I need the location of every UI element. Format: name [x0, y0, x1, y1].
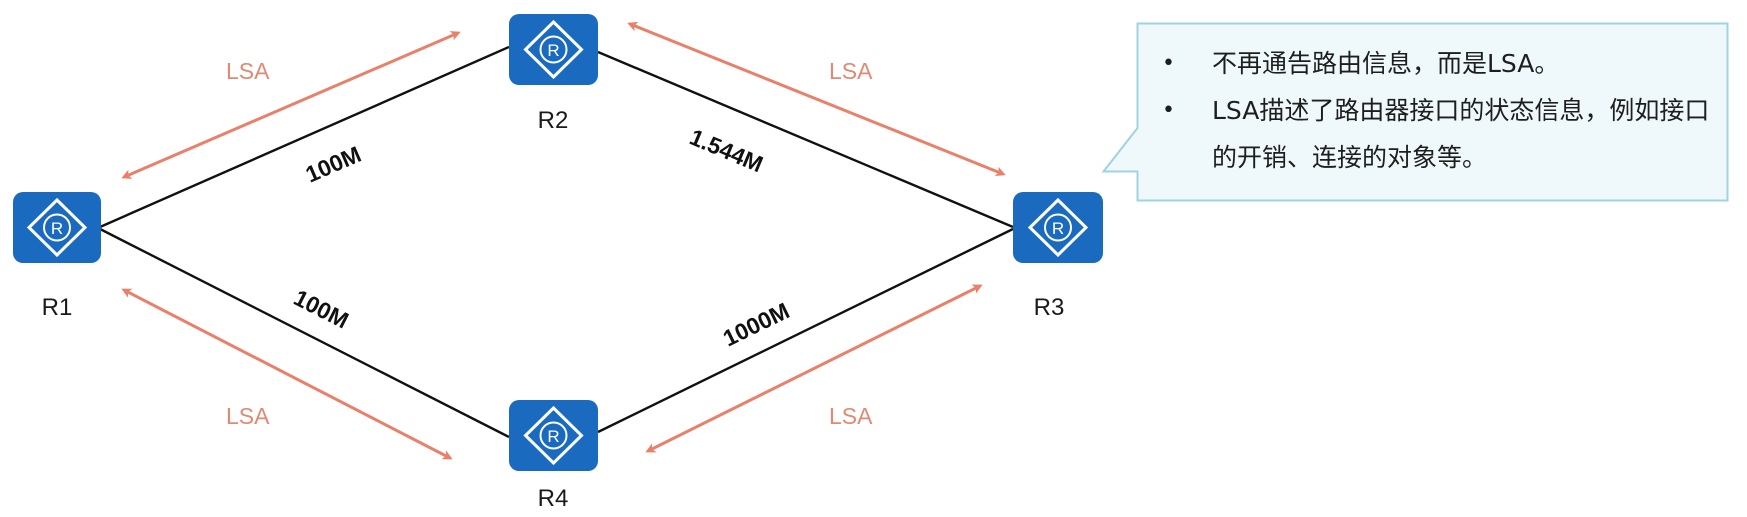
info-callout: • 不再通告路由信息，而是LSA。 • LSA描述了路由器接口的状态信息，例如接…	[1100, 20, 1732, 204]
lsa-label-r1-r4: LSA	[226, 403, 270, 429]
router-r3[interactable]: R	[1013, 192, 1103, 263]
router-r-glyph: R	[547, 427, 559, 446]
router-circle	[539, 421, 568, 450]
link-r1-r4	[99, 227, 510, 439]
router-r1[interactable]: R	[13, 192, 101, 263]
lsa-label-r2-r3: LSA	[829, 58, 873, 84]
router-r-glyph: R	[51, 219, 63, 238]
links	[99, 45, 1014, 439]
lsa-arrow-r1-r2	[121, 31, 461, 179]
router-label-r4: R4	[538, 485, 569, 512]
link-label-r4-r3: 1000M	[719, 297, 794, 351]
router-label-r3: R3	[1034, 294, 1065, 321]
bullet-dot: •	[1162, 98, 1175, 123]
router-diamond	[1027, 197, 1089, 258]
router-label-r2: R2	[538, 107, 569, 134]
lsa-arrows	[121, 21, 1006, 460]
router-icon	[509, 400, 598, 471]
bullet-dot: •	[1162, 51, 1175, 76]
link-label-r2-r3: 1.544M	[686, 124, 767, 178]
lsa-label-r4-r3: LSA	[829, 403, 873, 429]
bullet-text: LSA描述了路由器接口的状态信息，例如接口的开销、连接的对象等。	[1212, 96, 1710, 172]
link-r4-r3	[597, 227, 1014, 434]
router-icon	[1013, 192, 1103, 263]
router-label-r1: R1	[42, 294, 73, 321]
link-label-r1-r2: 100M	[302, 141, 365, 188]
router-diamond	[26, 197, 88, 258]
bullet-text: 不再通告路由信息，而是LSA。	[1212, 49, 1560, 78]
lsa-arrow-r1-r4	[121, 288, 453, 460]
router-circle	[43, 213, 71, 242]
link-label-r1-r4: 100M	[290, 284, 353, 333]
callout-bubble	[1101, 22, 1729, 202]
link-r2-r3	[597, 50, 1014, 229]
router-r-glyph: R	[547, 41, 559, 60]
router-icon	[509, 14, 598, 85]
lsa-label-r1-r2: LSA	[226, 58, 270, 84]
router-diamond	[523, 405, 584, 466]
link-r1-r2	[99, 45, 510, 229]
router-r4[interactable]: R	[509, 400, 598, 471]
callout-bullet: • 不再通告路由信息，而是LSA。	[1162, 40, 1722, 87]
callout-text: • 不再通告路由信息，而是LSA。 • LSA描述了路由器接口的状态信息，例如接…	[1162, 40, 1722, 181]
router-diamond	[523, 19, 584, 80]
router-circle	[539, 35, 568, 64]
lsa-arrow-r4-r3	[645, 284, 983, 453]
router-circle	[1044, 213, 1072, 242]
router-r2[interactable]: R	[509, 14, 598, 85]
router-r-glyph: R	[1052, 219, 1064, 238]
router-icon	[13, 192, 101, 263]
lsa-arrow-r2-r3	[627, 21, 1006, 177]
callout-bullet: • LSA描述了路由器接口的状态信息，例如接口的开销、连接的对象等。	[1162, 87, 1722, 181]
